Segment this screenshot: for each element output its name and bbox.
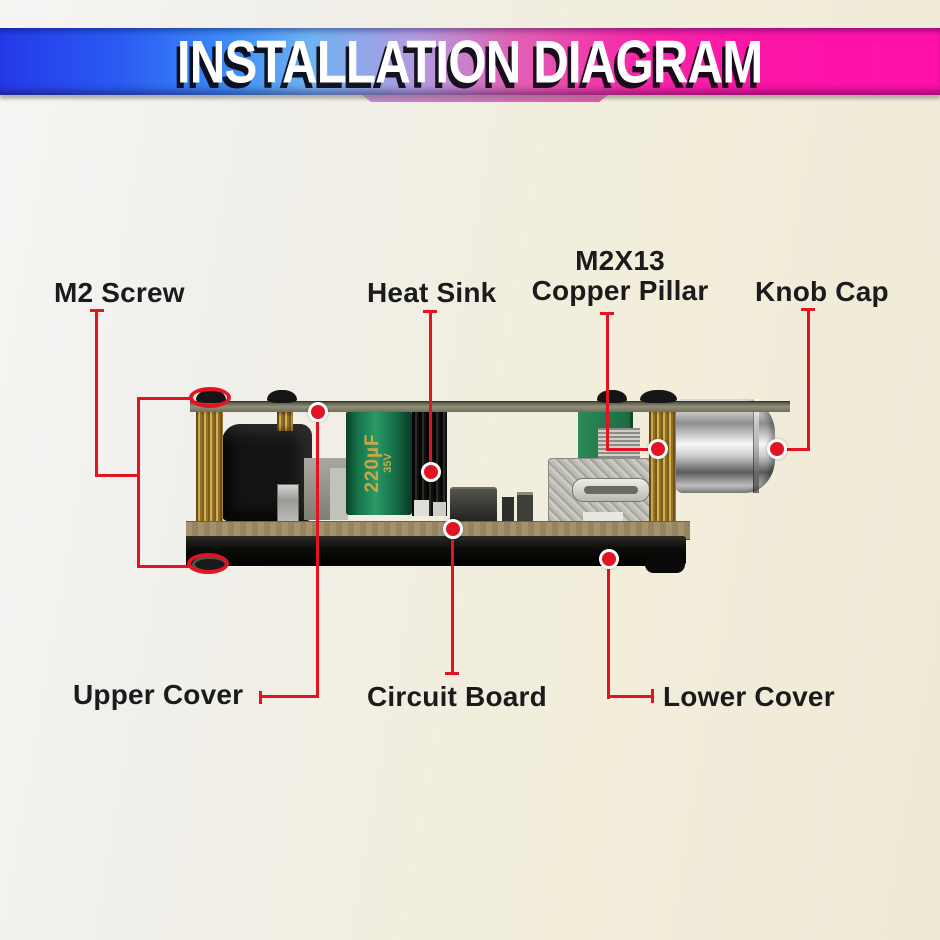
knob-cap-part xyxy=(675,399,775,493)
upper-cover-marker-dot xyxy=(308,402,328,422)
label-copper-pillar: M2X13 Copper Pillar xyxy=(515,246,725,306)
circuit-board-leader-line xyxy=(451,529,454,675)
lower-cover-leader-line xyxy=(607,695,654,698)
m2-screw-bracket-line xyxy=(137,565,190,568)
banner-tab xyxy=(362,95,608,102)
label-copper-pillar-line1: M2X13 xyxy=(575,245,665,276)
smd-component xyxy=(414,500,429,516)
title-banner: INSTALLATION DIAGRAM xyxy=(0,27,940,96)
metal-bracket-2 xyxy=(330,468,348,520)
upper-cover-part xyxy=(190,401,790,412)
jack-clip xyxy=(277,484,299,524)
knob-cap-leader-line xyxy=(807,308,810,451)
lower-cover-marker-dot xyxy=(599,549,619,569)
m2-screw-bracket-line xyxy=(137,397,140,568)
knob-cap-marker-dot xyxy=(767,439,787,459)
m2-screw-marker-ellipse xyxy=(189,387,231,408)
page-title: INSTALLATION DIAGRAM xyxy=(177,27,763,96)
potentiometer-shaft xyxy=(598,428,640,458)
smd-component xyxy=(433,502,446,516)
copper-pillar-marker-dot xyxy=(648,439,668,459)
potentiometer-slot-inner xyxy=(584,486,638,494)
copper-pillar-leader-line xyxy=(606,448,658,451)
smd-component xyxy=(450,487,497,525)
label-copper-pillar-line2: Copper Pillar xyxy=(531,275,709,306)
copper-pillar-leader-line xyxy=(606,312,609,451)
label-knob-cap: Knob Cap xyxy=(755,276,889,307)
m2-screw-marker-ellipse xyxy=(187,553,229,574)
lower-cover-foot xyxy=(645,556,685,573)
capacitor-print: 220µF 35V xyxy=(346,430,412,496)
top-screw-head xyxy=(267,390,297,403)
copper-standoff xyxy=(277,412,293,431)
capacitor-value-text: 220µF xyxy=(362,433,384,493)
label-m2-screw: M2 Screw xyxy=(54,277,185,308)
capacitor-voltage-text: 35V xyxy=(382,453,395,473)
copper-pillar-right xyxy=(649,410,676,532)
circuit-board-marker-dot xyxy=(443,519,463,539)
upper-cover-leader-line xyxy=(316,412,319,698)
copper-pillar-left xyxy=(196,410,223,529)
knob-rim xyxy=(753,399,759,493)
label-upper-cover: Upper Cover xyxy=(73,679,244,710)
lower-cover-leader-cap xyxy=(651,689,654,703)
smd-component xyxy=(517,492,533,524)
top-screw-head xyxy=(640,390,677,403)
label-lower-cover: Lower Cover xyxy=(663,681,835,712)
m2-screw-leader-line xyxy=(95,309,98,477)
upper-cover-leader-line xyxy=(259,695,319,698)
circuit-board-leader-cap xyxy=(445,672,459,675)
label-circuit-board: Circuit Board xyxy=(367,681,547,712)
knob-cap-leader-line xyxy=(777,448,810,451)
m2-screw-bracket-line xyxy=(137,397,193,400)
lower-cover-leader-line xyxy=(607,559,610,699)
smd-component xyxy=(502,497,514,521)
heat-sink-leader-line xyxy=(429,310,432,472)
top-screw-head xyxy=(597,390,627,403)
m2-screw-leader-line xyxy=(95,474,140,477)
label-heat-sink: Heat Sink xyxy=(367,277,497,308)
heat-sink-marker-dot xyxy=(421,462,441,482)
capacitor-part: 220µF 35V xyxy=(346,411,412,515)
